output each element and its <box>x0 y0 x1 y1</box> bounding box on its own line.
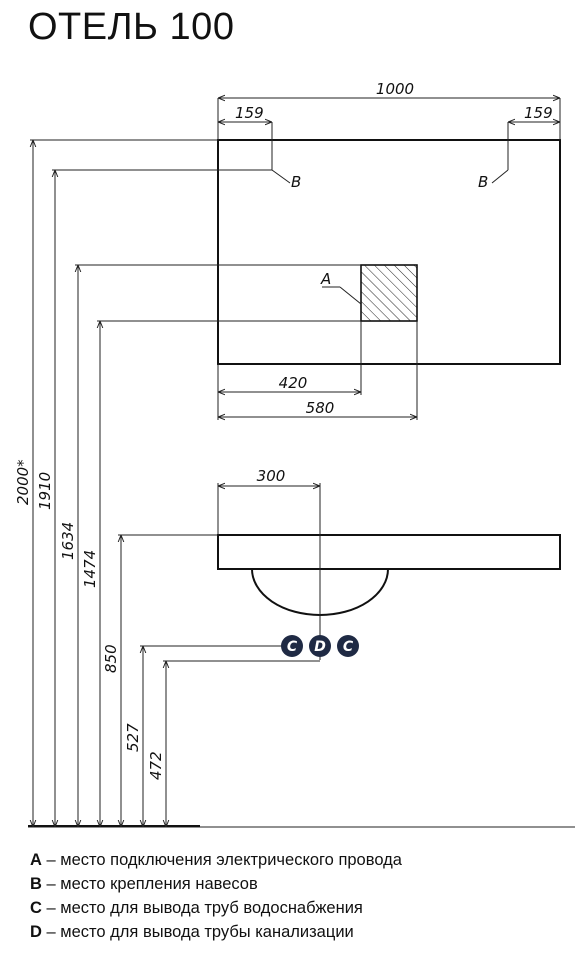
dimension-label-472: 472 <box>147 751 165 780</box>
legend-item-a: A – место подключения электрического про… <box>30 848 402 872</box>
dimension-label-1000: 1000 <box>376 80 414 98</box>
dimension-label-1474: 1474 <box>81 550 99 588</box>
marker-b-left: B <box>291 173 301 191</box>
legend-text: – место для вывода трубы канализации <box>41 923 354 941</box>
dimension-label-850: 850 <box>102 644 120 673</box>
legend-item-c: C – место для вывода труб водоснабжения <box>30 896 402 920</box>
dimension-label-159-right: 159 <box>524 104 553 122</box>
page-title: ОТЕЛЬ 100 <box>28 6 235 48</box>
leader-line-a <box>339 286 362 305</box>
dimension-label-2000: 2000* <box>14 459 32 505</box>
legend: A – место подключения электрического про… <box>30 848 402 944</box>
electrical-box-hatched <box>360 264 418 322</box>
badge-c-left: C <box>281 635 303 657</box>
mirror-panel-outline <box>217 139 561 365</box>
legend-text: – место для вывода труб водоснабжения <box>41 899 363 917</box>
marker-a: A <box>320 270 331 288</box>
legend-key: A <box>30 851 42 869</box>
dimension-label-159-left: 159 <box>235 104 264 122</box>
leader-line-b-right <box>491 169 509 184</box>
dimension-label-580: 580 <box>306 399 335 417</box>
dimension-label-1910: 1910 <box>36 472 54 510</box>
dimension-label-1634: 1634 <box>59 522 77 560</box>
badge-c-right: C <box>337 635 359 657</box>
legend-text: – место крепления навесов <box>41 875 258 893</box>
legend-key: B <box>30 875 42 893</box>
leader-line-b-left <box>271 169 291 184</box>
dimension-label-527: 527 <box>124 723 142 752</box>
legend-text: – место подключения электрического прово… <box>41 851 402 869</box>
marker-b-right: B <box>478 173 488 191</box>
legend-key: C <box>30 899 42 917</box>
legend-key: D <box>30 923 42 941</box>
sink-countertop-outline <box>217 534 561 570</box>
legend-item-d: D – место для вывода трубы канализации <box>30 920 402 944</box>
dimension-label-300: 300 <box>257 467 286 485</box>
marker-c-left: C <box>287 639 298 655</box>
marker-d: D <box>314 639 326 655</box>
dimension-label-420: 420 <box>279 374 308 392</box>
legend-item-b: B – место крепления навесов <box>30 872 402 896</box>
badge-d: D <box>309 635 331 657</box>
marker-c-right: C <box>343 639 354 655</box>
